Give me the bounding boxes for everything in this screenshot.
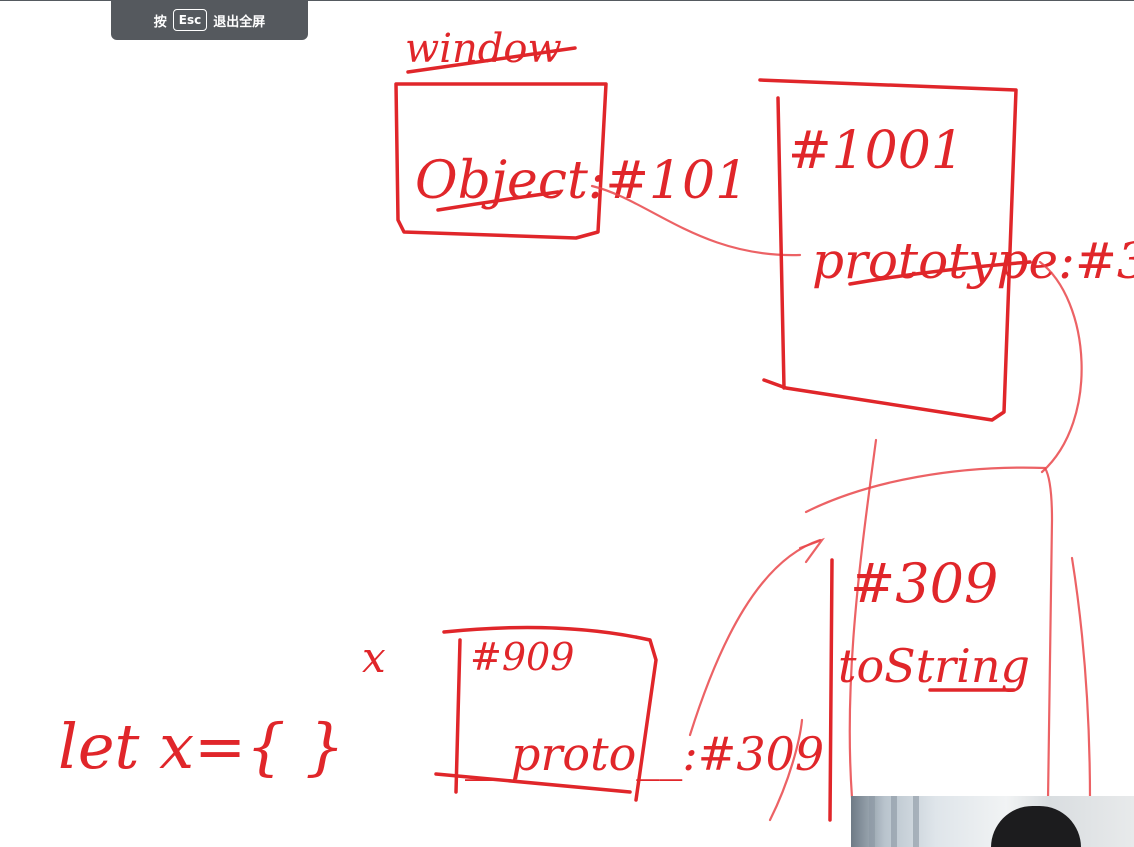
webcam-overlay [851, 796, 1134, 847]
fn-box-left-edge [776, 96, 786, 390]
connector-309-tail [768, 718, 804, 822]
fullscreen-exit-hint[interactable]: 按 Esc 退出全屏 [111, 0, 308, 40]
window-underline [406, 46, 577, 74]
proto-box-right-stroke [1070, 556, 1092, 802]
obj-box-left-edge [454, 638, 462, 794]
proto-box-top [804, 466, 1054, 802]
obj-box-top-right [442, 625, 658, 802]
obj-box-id: #909 [470, 635, 574, 679]
window-box-text: Object:#101 [415, 151, 748, 211]
arrow-head [798, 537, 826, 564]
x-label: x [362, 633, 386, 682]
code-text: let x={ } [58, 710, 345, 783]
prototype-underline [848, 260, 1032, 286]
fn-box-id: #1001 [788, 121, 964, 181]
obj-box-prop: __proto__:#309 [465, 727, 824, 781]
proto-box-stroke [848, 438, 878, 832]
presenter-head [991, 806, 1081, 847]
esc-key-badge[interactable]: Esc [172, 9, 208, 31]
window-label: window [405, 26, 562, 72]
connector-window-fn [590, 184, 802, 257]
object-underline [436, 190, 560, 212]
proto-box-method: toString [838, 639, 1030, 693]
obj-box-bottom [434, 772, 632, 794]
proto-box-left-edge [828, 558, 834, 822]
connector-proto-309 [688, 538, 822, 737]
connector-prototype-309 [1038, 260, 1083, 474]
proto-box-id: #309 [850, 552, 998, 615]
hint-suffix: 退出全屏 [213, 14, 266, 30]
hint-prefix: 按 [153, 14, 167, 30]
window-box [394, 82, 608, 240]
top-edge-line [0, 0, 1134, 1]
